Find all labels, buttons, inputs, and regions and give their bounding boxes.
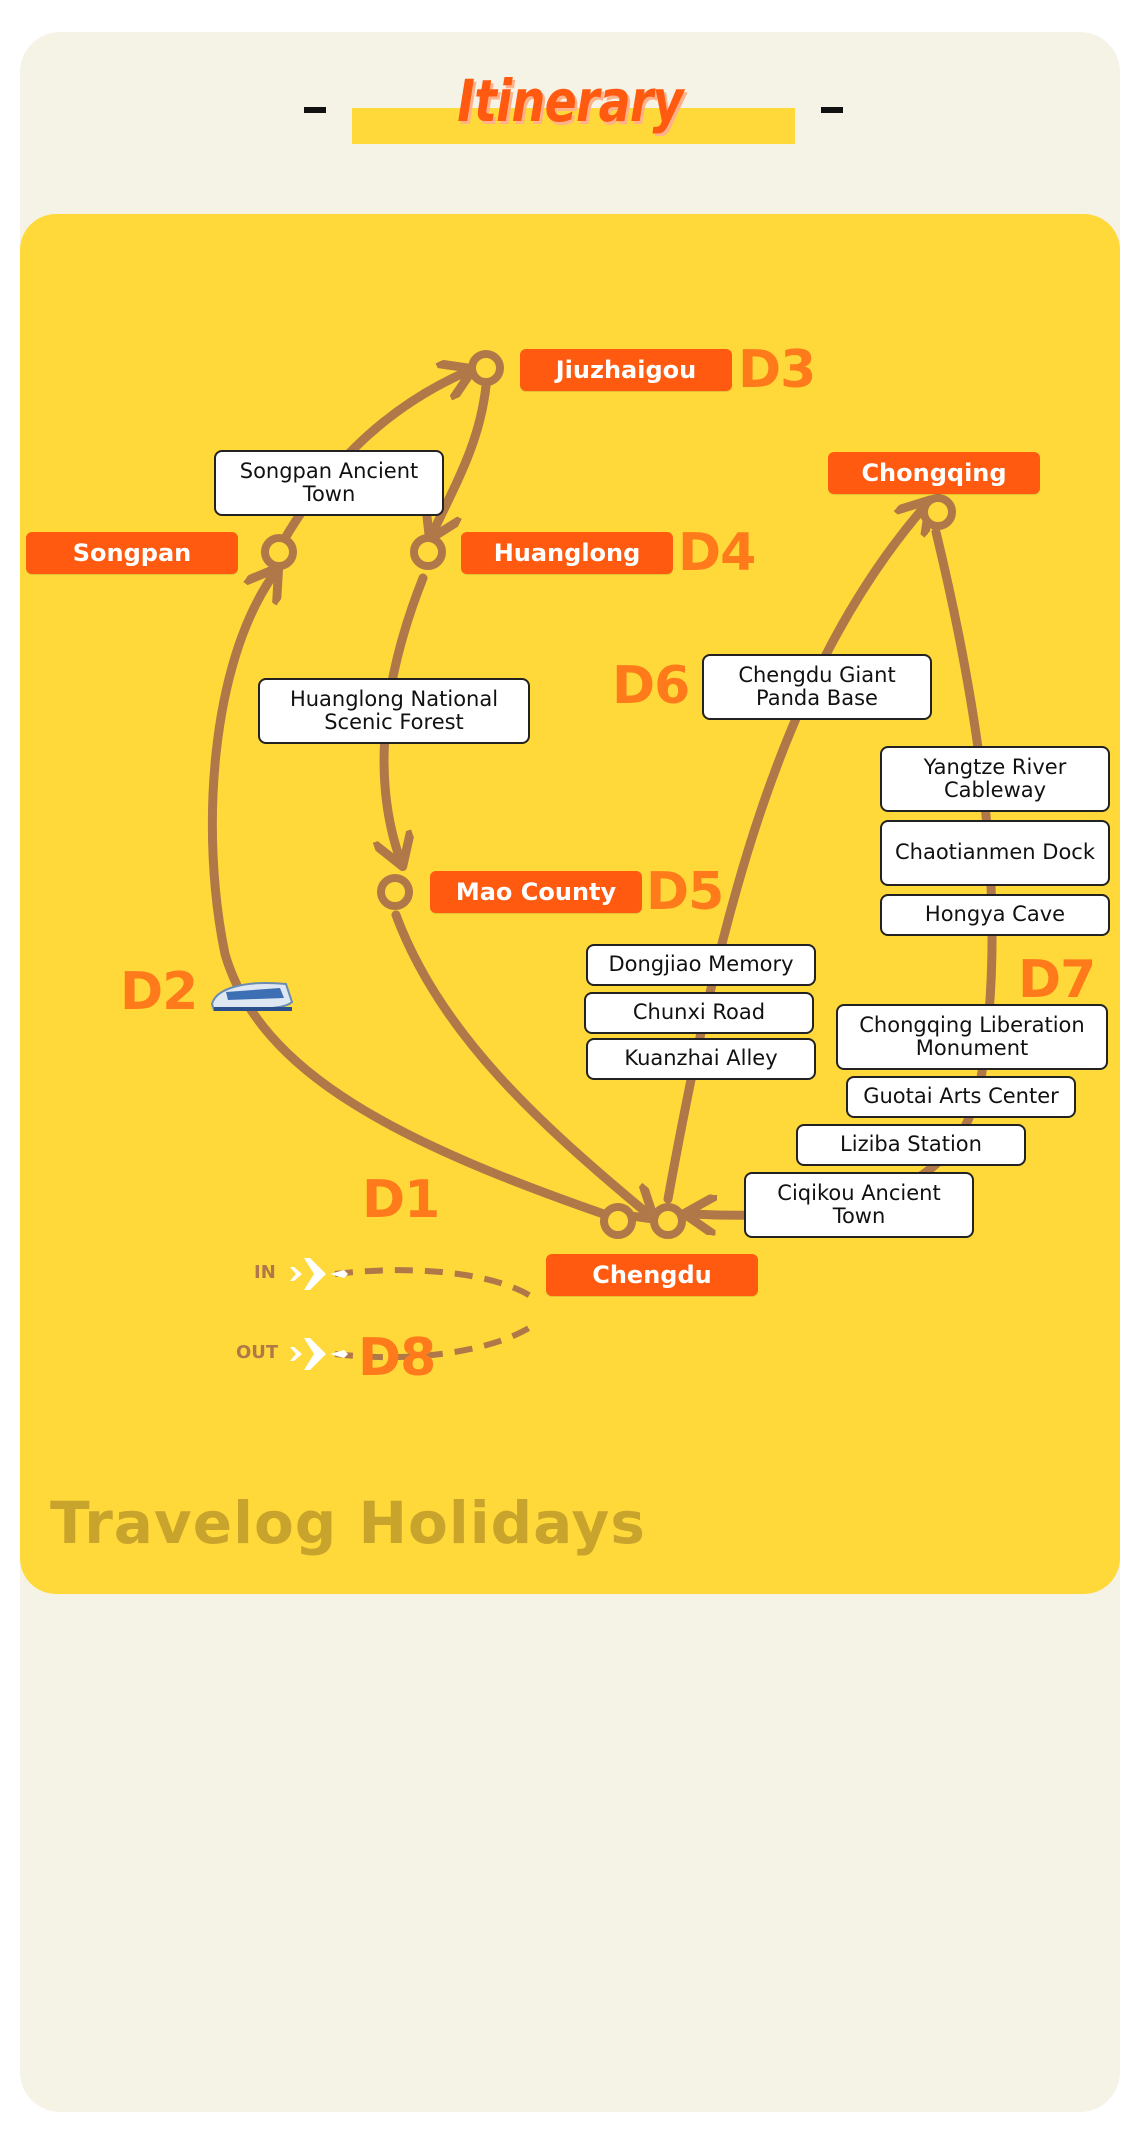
day-label-d8: D8 xyxy=(358,1328,436,1388)
destination-songpan: Songpan xyxy=(26,532,238,574)
attraction-panda-base: Chengdu Giant Panda Base xyxy=(702,654,932,720)
attraction-dongjiao-memory: Dongjiao Memory xyxy=(586,944,816,986)
destination-jiuzhaigou: Jiuzhaigou xyxy=(520,349,732,391)
day-label-d6: D6 xyxy=(612,656,690,716)
day-label-d5: D5 xyxy=(646,862,724,922)
node-chongqing xyxy=(920,494,956,530)
destination-chongqing: Chongqing xyxy=(828,452,1040,494)
flight-out-path xyxy=(334,1321,537,1361)
route-songpan-jiuzhaigou xyxy=(271,372,466,559)
title-highlight xyxy=(352,108,795,144)
attraction-liberation-monument: Chongqing Liberation Monument xyxy=(836,1004,1108,1070)
airplane-out-icon xyxy=(290,1338,348,1370)
title-dash-left xyxy=(304,107,326,113)
attraction-kuanzhai-alley: Kuanzhai Alley xyxy=(586,1038,816,1080)
route-chengdu-songpan xyxy=(207,574,623,1224)
header: Itinerary xyxy=(20,32,1120,212)
route-maocounty-chengdu xyxy=(391,910,648,1214)
attraction-ciqikou-town: Ciqikou Ancient Town xyxy=(744,1172,974,1238)
node-mao-county xyxy=(377,874,413,910)
attraction-songpan-ancient-town: Songpan Ancient Town xyxy=(214,450,444,516)
attraction-hongya-cave: Hongya Cave xyxy=(880,894,1110,936)
brand-watermark: Travelog Holidays xyxy=(50,1489,646,1557)
node-jiuzhaigou xyxy=(468,350,504,386)
attraction-liziba-station: Liziba Station xyxy=(796,1124,1026,1166)
node-songpan xyxy=(261,534,297,570)
attraction-chunxi-road: Chunxi Road xyxy=(584,992,814,1034)
day-label-d1: D1 xyxy=(362,1170,440,1230)
node-huanglong xyxy=(410,534,446,570)
day-label-d7: D7 xyxy=(1018,950,1096,1010)
node-chengdu-a xyxy=(600,1203,636,1239)
flight-in-label: IN xyxy=(254,1262,276,1283)
attraction-huanglong-forest: Huanglong National Scenic Forest xyxy=(258,678,530,744)
day-label-d4: D4 xyxy=(678,523,756,583)
destination-huanglong: Huanglong xyxy=(461,532,673,574)
itinerary-card: Itinerary xyxy=(20,32,1120,2112)
route-jiuzhaigou-huanglong xyxy=(433,381,491,532)
airplane-in-icon xyxy=(290,1258,348,1290)
page-title: Itinerary xyxy=(457,67,683,135)
attraction-chaotianmen-dock: Chaotianmen Dock xyxy=(880,820,1110,886)
destination-chengdu: Chengdu xyxy=(546,1254,758,1296)
destination-mao-county: Mao County xyxy=(430,871,642,913)
attraction-guotai-arts: Guotai Arts Center xyxy=(846,1076,1076,1118)
flight-in-path xyxy=(334,1267,537,1302)
attraction-yangtze-cableway: Yangtze River Cableway xyxy=(880,746,1110,812)
node-chengdu-b xyxy=(650,1203,686,1239)
day-label-d2: D2 xyxy=(120,962,198,1022)
title-dash-right xyxy=(821,107,843,113)
day-label-d3: D3 xyxy=(738,340,816,400)
flight-out-label: OUT xyxy=(236,1342,279,1363)
train-icon xyxy=(210,982,294,1012)
route-map: Jiuzhaigou Chongqing Songpan Huanglong M… xyxy=(20,214,1120,1594)
